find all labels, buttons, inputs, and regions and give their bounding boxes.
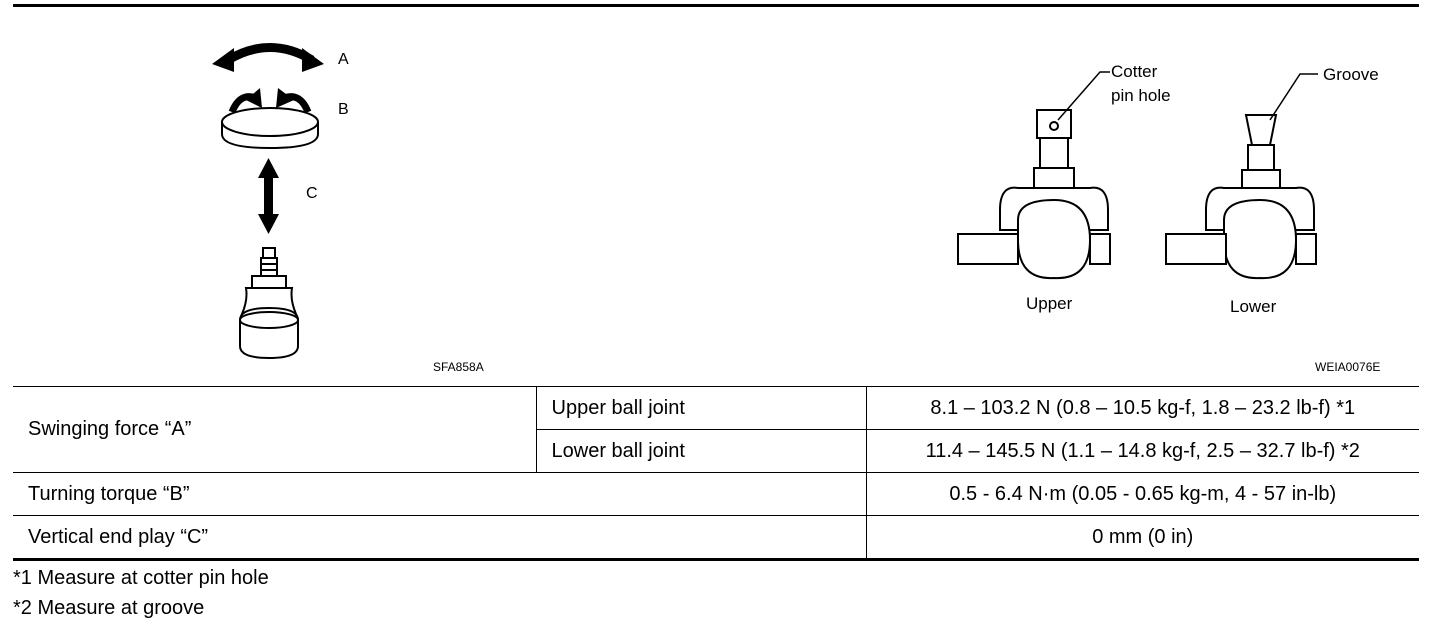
table-row: Swinging force “A” Upper ball joint 8.1 … bbox=[13, 386, 1419, 473]
upper-ball-joint-icon bbox=[957, 109, 1111, 280]
swinging-force-label: Swinging force “A” bbox=[13, 386, 537, 473]
rotation-arrow-icon bbox=[221, 88, 319, 150]
ball-joint-force-diagram bbox=[212, 43, 324, 360]
table-row: Lower ball joint 11.4 – 145.5 N (1.1 – 1… bbox=[13, 429, 1419, 473]
label-b: B bbox=[338, 101, 349, 118]
ball-joint-icon bbox=[239, 247, 299, 360]
upper-caption: Upper bbox=[1026, 294, 1073, 313]
figure-code-left: SFA858A bbox=[433, 360, 484, 374]
label-c: C bbox=[306, 185, 318, 202]
top-rule bbox=[13, 4, 1419, 7]
upper-ball-joint-value: 8.1 – 103.2 N (0.8 – 10.5 kg-f, 1.8 – 23… bbox=[865, 386, 1419, 430]
lower-ball-joint-label: Lower ball joint bbox=[536, 429, 867, 473]
callout-lines bbox=[1057, 71, 1318, 121]
cotter-callout-line1: Cotter bbox=[1111, 62, 1158, 81]
cotter-callout-line2: pin hole bbox=[1111, 86, 1171, 105]
lower-ball-joint-icon bbox=[1165, 114, 1317, 280]
upper-lower-ball-joint-diagram bbox=[957, 71, 1318, 280]
footnote-1: *1 Measure at cotter pin hole bbox=[13, 567, 269, 589]
vertical-arrow-icon bbox=[258, 158, 279, 234]
lower-ball-joint-value: 11.4 – 145.5 N (1.1 – 14.8 kg-f, 2.5 – 3… bbox=[865, 429, 1419, 473]
footnote-2: *2 Measure at groove bbox=[13, 597, 205, 619]
vertical-end-play-value: 0 mm (0 in) bbox=[865, 515, 1419, 561]
lower-caption: Lower bbox=[1230, 297, 1277, 316]
ball-joint-spec-table: Swinging force “A” Upper ball joint 8.1 … bbox=[13, 386, 1419, 561]
upper-ball-joint-label: Upper ball joint bbox=[535, 386, 867, 430]
vertical-end-play-label: Vertical end play “C” bbox=[13, 515, 867, 561]
figure-code-right: WEIA0076E bbox=[1315, 360, 1381, 374]
label-a: A bbox=[338, 51, 349, 68]
cotter-pin-hole-callout: Cotter pin hole bbox=[1111, 60, 1171, 108]
table-row: Turning torque “B” 0.5 - 6.4 N·m (0.05 -… bbox=[13, 472, 1419, 516]
turning-torque-value: 0.5 - 6.4 N·m (0.05 - 0.65 kg-m, 4 - 57 … bbox=[865, 472, 1419, 516]
groove-callout: Groove bbox=[1323, 65, 1379, 84]
swing-arrow-icon bbox=[212, 43, 324, 72]
table-row: Vertical end play “C” 0 mm (0 in) bbox=[13, 515, 1419, 561]
turning-torque-label: Turning torque “B” bbox=[13, 472, 867, 516]
